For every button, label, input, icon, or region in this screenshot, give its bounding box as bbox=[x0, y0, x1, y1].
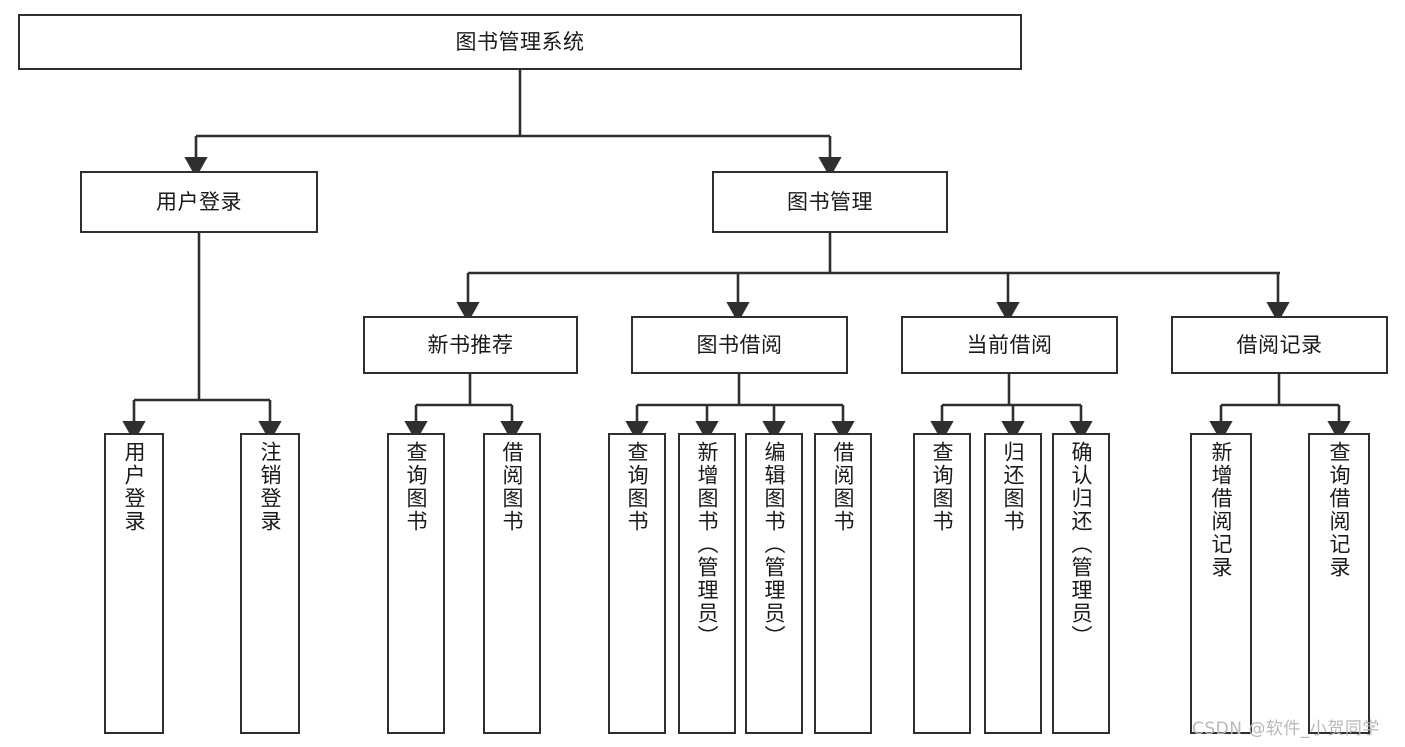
leaf-edit-book-admin[interactable]: 编辑图书（管理员） bbox=[745, 433, 803, 734]
node-book-management[interactable]: 图书管理 bbox=[712, 171, 948, 233]
leaf-confirm-return-admin[interactable]: 确认归还（管理员） bbox=[1052, 433, 1110, 734]
leaf-borrow-query-book[interactable]: 查询图书 bbox=[608, 433, 666, 734]
leaf-confirm-return-admin-label: 确认归还（管理员） bbox=[1069, 441, 1094, 648]
leaf-query-borrow-record[interactable]: 查询借阅记录 bbox=[1308, 433, 1370, 734]
node-user-login-label: 用户登录 bbox=[156, 189, 242, 214]
leaf-user-login[interactable]: 用户登录 bbox=[104, 433, 164, 734]
node-user-login[interactable]: 用户登录 bbox=[80, 171, 318, 233]
leaf-borrow-book[interactable]: 借阅图书 bbox=[814, 433, 872, 734]
leaf-add-borrow-record[interactable]: 新增借阅记录 bbox=[1190, 433, 1252, 734]
node-borrow-record-label: 借阅记录 bbox=[1236, 332, 1323, 357]
leaf-borrow-book-label: 借阅图书 bbox=[831, 441, 856, 533]
leaf-borrow-query-book-label: 查询图书 bbox=[625, 441, 650, 533]
leaf-recommend-borrow-book[interactable]: 借阅图书 bbox=[483, 433, 541, 734]
node-borrow-record[interactable]: 借阅记录 bbox=[1171, 316, 1388, 374]
leaf-query-borrow-record-label: 查询借阅记录 bbox=[1327, 441, 1352, 579]
leaf-add-book-admin-label: 新增图书（管理员） bbox=[695, 441, 720, 648]
node-book-borrow-label: 图书借阅 bbox=[696, 332, 783, 357]
leaf-user-logout[interactable]: 注销登录 bbox=[240, 433, 300, 734]
leaf-edit-book-admin-label: 编辑图书（管理员） bbox=[762, 441, 787, 648]
leaf-recommend-borrow-book-label: 借阅图书 bbox=[500, 441, 525, 533]
node-new-book-recommend-label: 新书推荐 bbox=[427, 332, 514, 357]
leaf-recommend-query-book-label: 查询图书 bbox=[404, 441, 429, 533]
leaf-user-logout-label: 注销登录 bbox=[258, 441, 283, 533]
leaf-user-login-label: 用户登录 bbox=[122, 441, 147, 533]
leaf-add-book-admin[interactable]: 新增图书（管理员） bbox=[678, 433, 736, 734]
leaf-add-borrow-record-label: 新增借阅记录 bbox=[1209, 441, 1234, 579]
node-root[interactable]: 图书管理系统 bbox=[18, 14, 1022, 70]
node-new-book-recommend[interactable]: 新书推荐 bbox=[363, 316, 578, 374]
node-current-borrow[interactable]: 当前借阅 bbox=[901, 316, 1118, 374]
leaf-recommend-query-book[interactable]: 查询图书 bbox=[387, 433, 445, 734]
node-book-borrow[interactable]: 图书借阅 bbox=[631, 316, 848, 374]
leaf-current-query-book-label: 查询图书 bbox=[930, 441, 955, 533]
leaf-current-query-book[interactable]: 查询图书 bbox=[913, 433, 971, 734]
node-root-label: 图书管理系统 bbox=[455, 29, 585, 54]
leaf-return-book-label: 归还图书 bbox=[1001, 441, 1026, 533]
node-current-borrow-label: 当前借阅 bbox=[966, 332, 1053, 357]
node-book-management-label: 图书管理 bbox=[787, 189, 873, 214]
leaf-return-book[interactable]: 归还图书 bbox=[984, 433, 1042, 734]
